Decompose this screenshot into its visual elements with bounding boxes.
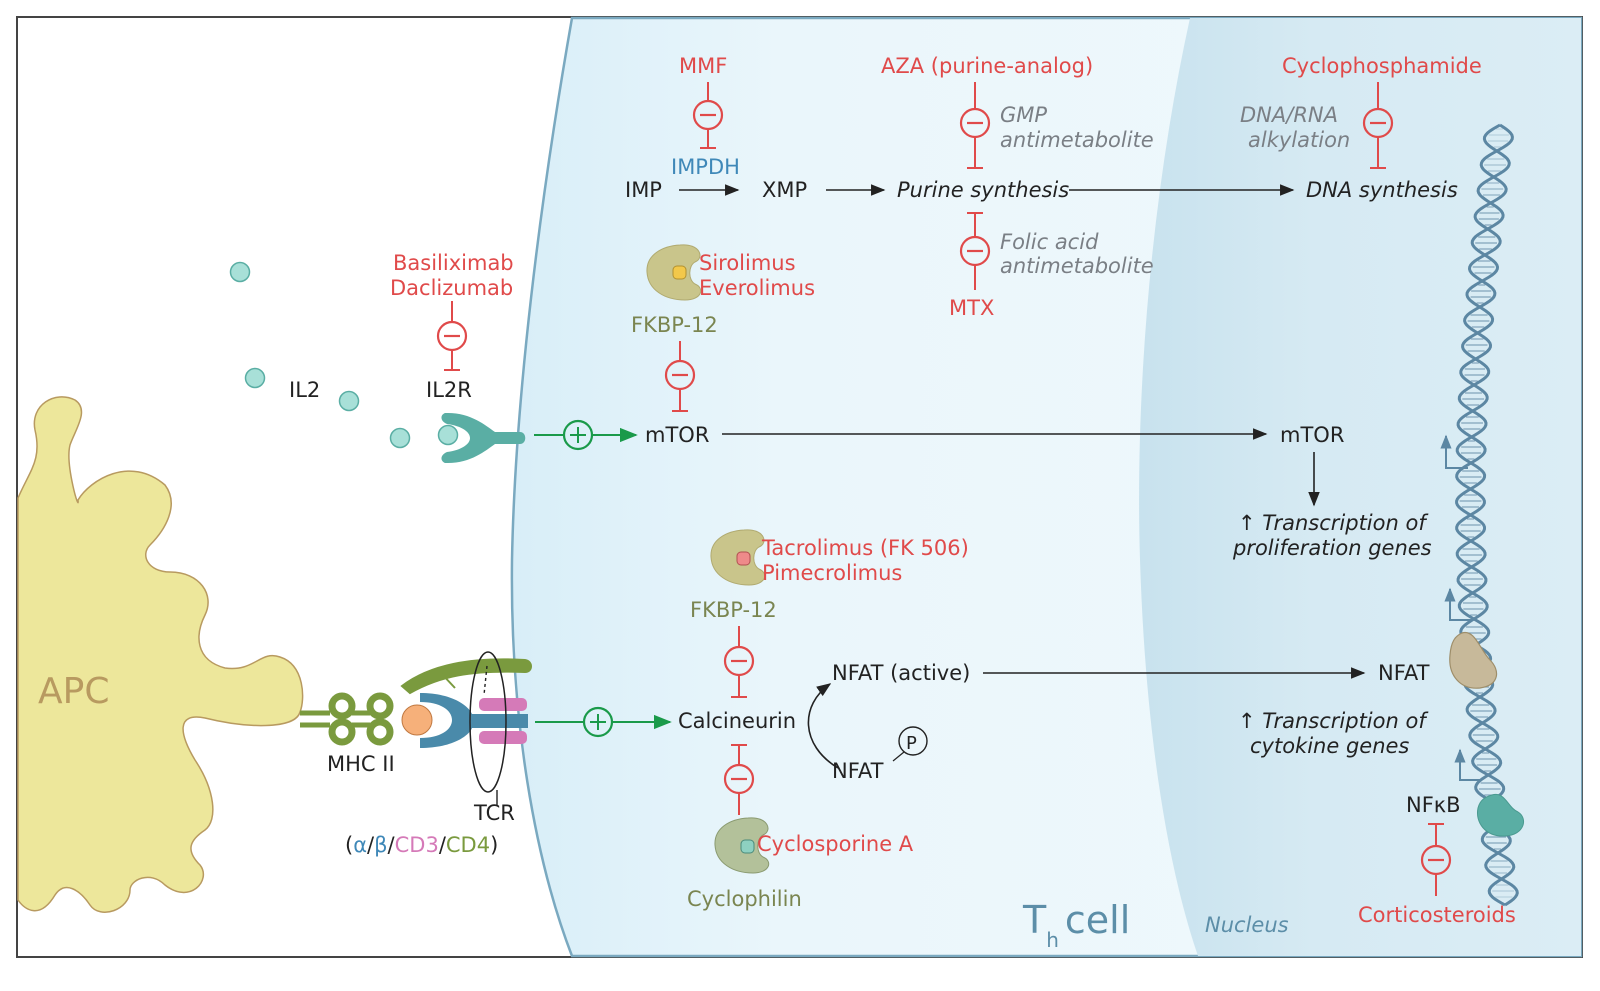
mmf-label: MMF xyxy=(679,54,727,78)
daclizumab-label: Daclizumab xyxy=(390,276,513,300)
tcr-subunits-label: (α/β/CD3/CD4) xyxy=(345,833,498,857)
mtx-label: MTX xyxy=(949,296,994,320)
tcr-complex-outline xyxy=(469,651,507,793)
inhibition-symbol-cyclosporine xyxy=(723,744,755,815)
impdh-label: IMPDH xyxy=(671,155,740,179)
transcription-start-arrow-1 xyxy=(1440,434,1468,469)
nfat-phosphorylated-label: NFAT xyxy=(832,759,884,783)
nucleus-label: Nucleus xyxy=(1205,913,1289,937)
everolimus-label: Everolimus xyxy=(699,276,815,300)
tacrolimus-molecule xyxy=(736,551,751,566)
gmp-antimetabolite-line2: antimetabolite xyxy=(1000,128,1154,152)
activation-il2r-to-mtor xyxy=(534,419,638,451)
nfkb-label: NFκB xyxy=(1406,793,1461,817)
antigen-peptide xyxy=(401,704,433,736)
dna-double-helix xyxy=(1455,123,1519,907)
cd3-subunit-lower xyxy=(479,731,527,744)
cyclosporine-label: Cyclosporine A xyxy=(757,832,914,856)
il2-molecule xyxy=(229,261,251,283)
mtor-left-label: mTOR xyxy=(645,423,709,447)
cd4-tcr-link xyxy=(483,665,488,696)
cyclophilin-label: Cyclophilin xyxy=(687,887,802,911)
folic-acid-line2: antimetabolite xyxy=(1000,254,1154,278)
nfat-protein xyxy=(1449,632,1498,689)
inhibition-symbol-aza xyxy=(959,82,991,169)
mhc-ii-label: MHC II xyxy=(327,752,395,776)
phosphate-label: P xyxy=(906,733,917,754)
mhc-ii-complex xyxy=(300,692,394,746)
calcineurin-label: Calcineurin xyxy=(678,709,796,733)
inhibition-symbol-sirolimus xyxy=(664,341,696,412)
il2-molecule xyxy=(244,367,266,389)
nfat-active-label: NFAT (active) xyxy=(832,661,970,685)
sirolimus-label: Sirolimus xyxy=(699,251,796,275)
inhibition-symbol-mtx xyxy=(959,212,991,290)
nfat-nucleus-label: NFAT xyxy=(1378,661,1430,685)
inhibition-symbol-tacrolimus xyxy=(723,626,755,698)
transcription-cyto-line1: ↑ Transcription of xyxy=(1238,709,1429,733)
transcription-start-arrow-2 xyxy=(1444,587,1472,621)
inhibition-symbol-cyclophosphamide xyxy=(1362,82,1394,169)
basiliximab-label: Basiliximab xyxy=(393,251,514,275)
imp-label: IMP xyxy=(625,178,662,202)
phosphate-circle xyxy=(898,726,928,756)
apc-label: APC xyxy=(38,671,109,712)
transcription-prolif-line1: ↑ Transcription of xyxy=(1238,511,1429,535)
nfkb-protein xyxy=(1476,793,1525,837)
mtor-right-label: mTOR xyxy=(1280,423,1344,447)
tcr-receptor xyxy=(420,693,528,748)
inhibition-symbol-corticosteroids xyxy=(1420,823,1452,896)
dna-synthesis-label: DNA synthesis xyxy=(1306,178,1458,202)
il2-molecule-bound xyxy=(437,424,459,446)
il2-receptor xyxy=(441,412,526,464)
xmp-label: XMP xyxy=(762,178,807,202)
il2-molecule xyxy=(389,427,411,449)
il2-label: IL2 xyxy=(289,378,320,402)
fkbp12-top-label: FKBP-12 xyxy=(631,313,718,337)
purine-synthesis-label: Purine synthesis xyxy=(897,178,1069,202)
apc-cell xyxy=(17,396,304,913)
transcription-cyto-line2: cytokine genes xyxy=(1250,734,1409,758)
inhibition-symbol-mmf xyxy=(692,82,724,149)
inhibition-symbol-il2r xyxy=(436,301,468,371)
transcription-prolif-line2: proliferation genes xyxy=(1232,536,1432,560)
cd3-subunit-upper xyxy=(479,698,527,711)
transcription-start-arrow-3 xyxy=(1454,748,1480,781)
pimecrolimus-label: Pimecrolimus xyxy=(762,561,902,585)
arrow-calcineurin-cycle xyxy=(807,683,839,769)
tcr-label: TCR xyxy=(473,801,515,825)
aza-label: AZA (purine-analog) xyxy=(881,54,1093,78)
gmp-antimetabolite-line1: GMP xyxy=(1000,103,1047,127)
phosphate-bond xyxy=(892,751,905,762)
activation-tcr-to-calcineurin xyxy=(535,706,672,738)
cyclosporine-molecule xyxy=(740,839,755,854)
nucleus-region xyxy=(1139,18,1581,956)
fkbp12-bottom-label: FKBP-12 xyxy=(690,598,777,622)
alkylation-line2: alkylation xyxy=(1248,128,1350,152)
il2-molecule xyxy=(338,390,360,412)
sirolimus-molecule xyxy=(672,265,687,280)
corticosteroids-label: Corticosteroids xyxy=(1358,903,1516,927)
il2r-label: IL2R xyxy=(426,378,472,402)
dna-strand-2 xyxy=(1455,123,1519,907)
alkylation-line1: DNA/RNA xyxy=(1240,103,1338,127)
tacrolimus-label: Tacrolimus (FK 506) xyxy=(761,536,969,560)
il2-molecules xyxy=(229,261,459,449)
folic-acid-line1: Folic acid xyxy=(1000,230,1099,254)
cyclophosphamide-label: Cyclophosphamide xyxy=(1282,54,1482,78)
